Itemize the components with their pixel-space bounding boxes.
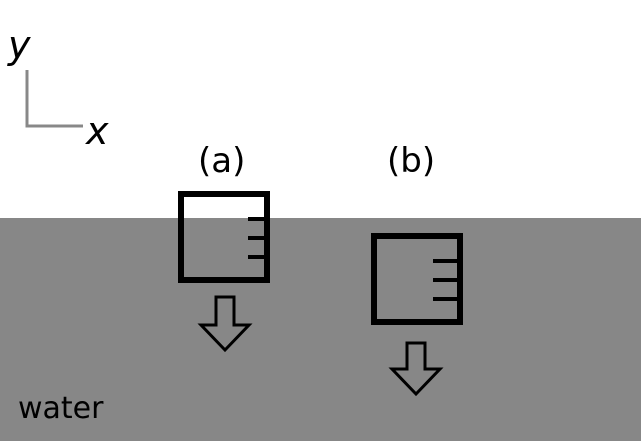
water-label: water: [18, 391, 104, 426]
panel-a-label: (a): [198, 141, 245, 181]
container-b-graduations: [433, 259, 457, 301]
container-b-box: [371, 233, 463, 325]
container-a-graduations: [248, 217, 267, 259]
panel-b-label: (b): [387, 141, 435, 181]
water-region: [0, 218, 641, 441]
y-axis-label: y: [7, 23, 31, 67]
down-arrow-icon-a: [197, 295, 253, 353]
x-axis-label: x: [85, 109, 109, 153]
down-arrow-icon-b: [388, 341, 444, 397]
axis-lines: [25, 70, 83, 128]
container-a: [178, 191, 270, 283]
axis-indicator: y x: [7, 23, 109, 153]
container-b: [371, 233, 463, 325]
